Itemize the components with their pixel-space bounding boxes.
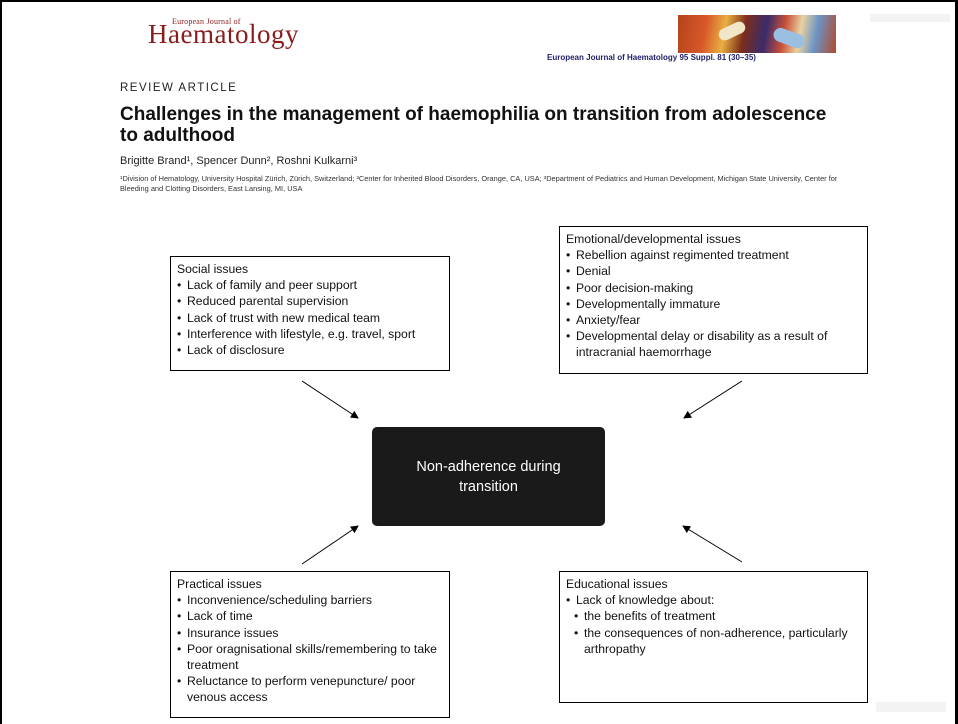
practical-issues-box: Practical issues Inconvenience/schedulin… (170, 571, 450, 718)
arrow-practical (301, 525, 359, 565)
list-item: Lack of disclosure (177, 342, 443, 358)
center-label: Non-adherence during transition (416, 458, 561, 495)
list-item: Reluctance to perform venepuncture/ poor… (177, 673, 443, 705)
list-item: Rebellion against regimented treatment (566, 247, 861, 263)
article-title: Challenges in the management of haemophi… (120, 104, 827, 146)
list-item: Anxiety/fear (566, 312, 861, 328)
social-issues-title: Social issues (177, 262, 249, 276)
arrow-educational (682, 525, 743, 563)
list-item: Lack of family and peer support (177, 277, 443, 293)
article-affiliations: ¹Division of Hematology, University Hosp… (120, 174, 838, 193)
list-item: Developmental delay or disability as a r… (566, 328, 861, 360)
list-subitem: the benefits of treatment (574, 608, 861, 624)
educational-issues-list: Lack of knowledge about: (566, 592, 861, 608)
journal-citation: European Journal of Haematology 95 Suppl… (547, 53, 756, 62)
emotional-issues-box: Emotional/developmental issues Rebellion… (559, 226, 868, 374)
list-item: Poor decision-making (566, 280, 861, 296)
practical-issues-list: Inconvenience/scheduling barriers Lack o… (177, 592, 443, 705)
list-item: Insurance issues (177, 625, 443, 641)
list-item: Lack of knowledge about: (566, 592, 861, 608)
practical-issues-title: Practical issues (177, 577, 262, 591)
list-subitem: the consequences of non-adherence, parti… (574, 625, 861, 657)
page-edge-shade-bottom (876, 702, 946, 712)
list-item: Poor oragnisational skills/remembering t… (177, 641, 443, 673)
arrow-social (301, 380, 359, 419)
list-item: Interference with lifestyle, e.g. travel… (177, 326, 443, 342)
arrow-emotional (683, 380, 743, 419)
article-authors: Brigitte Brand¹, Spencer Dunn², Roshni K… (120, 155, 358, 167)
list-item: Reduced parental supervision (177, 293, 443, 309)
list-item: Developmentally immature (566, 296, 861, 312)
list-item: Inconvenience/scheduling barriers (177, 592, 443, 608)
article-type: REVIEW ARTICLE (120, 82, 238, 94)
journal-logo-small: European Journal of (172, 17, 241, 26)
social-issues-list: Lack of family and peer support Reduced … (177, 277, 443, 358)
emotional-issues-title: Emotional/developmental issues (566, 232, 741, 246)
list-item: Denial (566, 263, 861, 279)
page-border-right (955, 0, 958, 724)
educational-issues-sublist: the benefits of treatment the consequenc… (566, 608, 861, 657)
non-adherence-center-box: Non-adherence during transition (372, 427, 605, 526)
journal-cover-image (678, 15, 836, 53)
social-issues-box: Social issues Lack of family and peer su… (170, 256, 450, 371)
page-edge-shade (870, 14, 950, 22)
educational-issues-title: Educational issues (566, 577, 668, 591)
list-item: Lack of time (177, 608, 443, 624)
list-item: Lack of trust with new medical team (177, 310, 443, 326)
educational-issues-box: Educational issues Lack of knowledge abo… (559, 571, 868, 703)
journal-logo: Haematology (148, 19, 299, 49)
emotional-issues-list: Rebellion against regimented treatment D… (566, 247, 861, 360)
